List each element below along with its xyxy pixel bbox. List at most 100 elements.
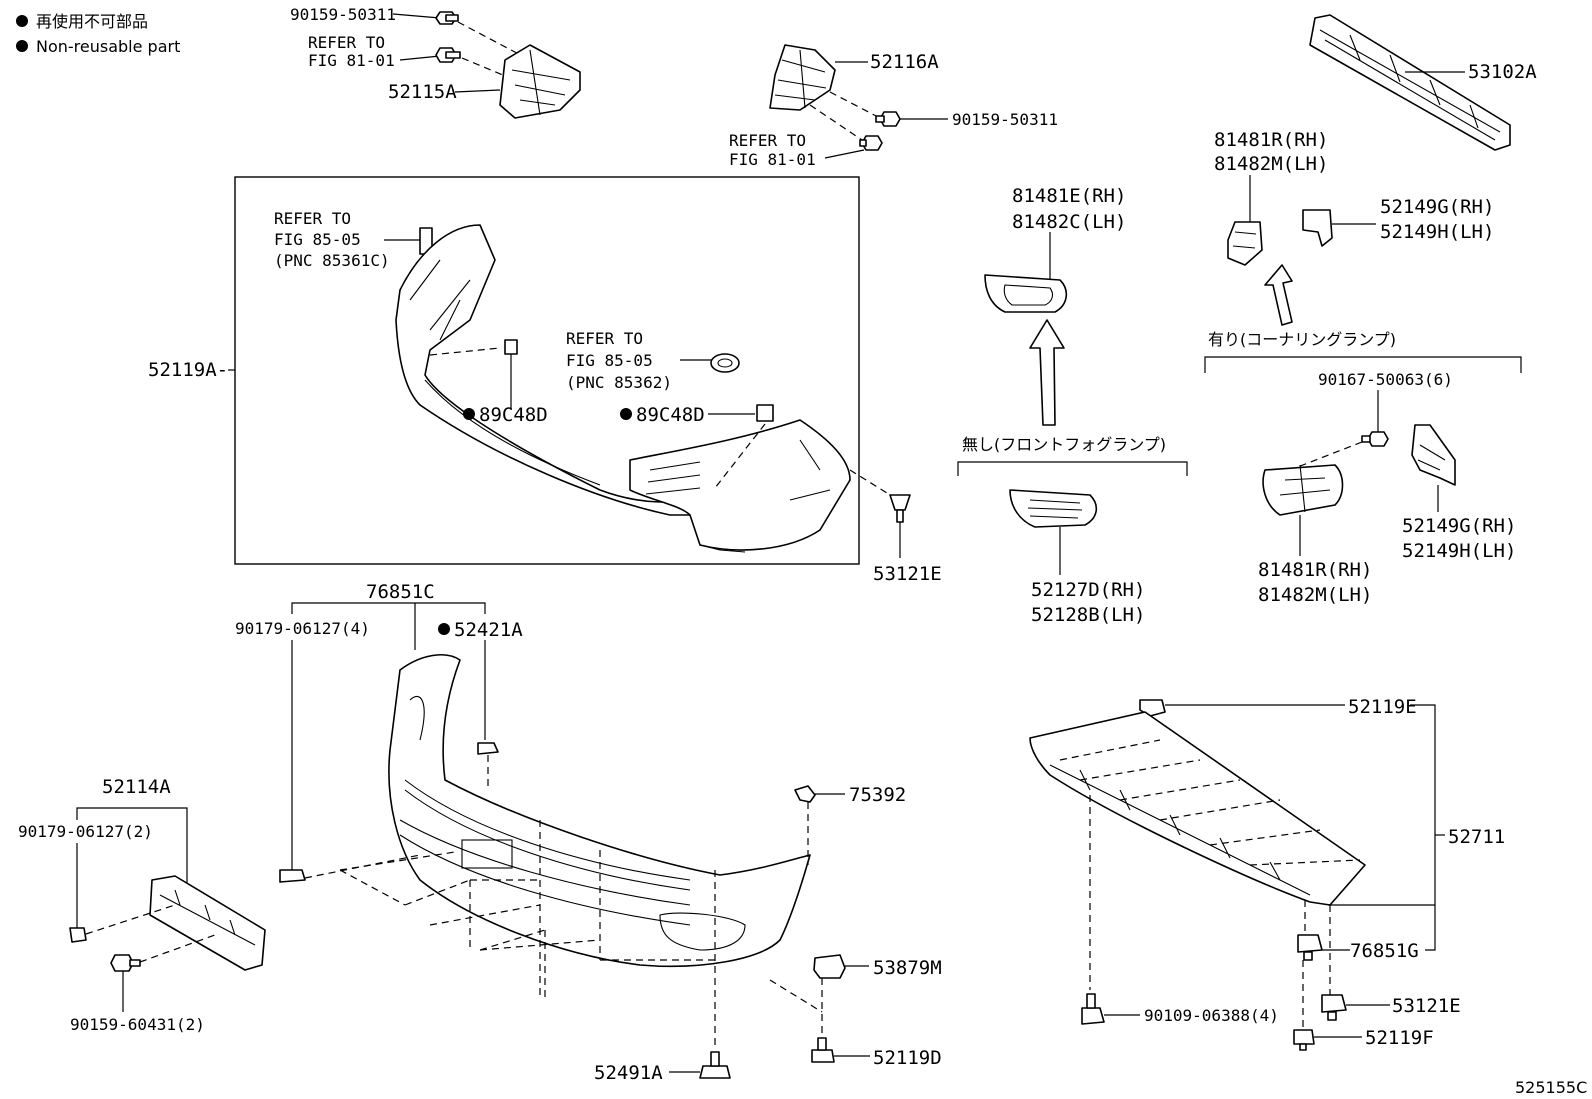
label-52119d: 52119D xyxy=(873,1047,942,1069)
clip-53121e-a-group: 53121E xyxy=(849,469,942,585)
lamp-cover-81481e xyxy=(984,274,1068,313)
under-cover-52711 xyxy=(1029,711,1366,906)
screw-52119d-group: 52119D xyxy=(811,1037,942,1069)
non-reusable-dot-icon xyxy=(16,40,28,52)
bumper-cover-52119a-group: 52119A- REFER TO FIG 85-05 (PNC 85361C) … xyxy=(148,209,851,553)
clip-90179-left xyxy=(279,869,306,883)
clip-89c48d-a xyxy=(504,339,518,355)
label-refer-fig-85-05-b1: REFER TO xyxy=(566,329,643,348)
lamp-81481r-bottom xyxy=(1262,464,1344,516)
grille-53102a xyxy=(1309,14,1511,151)
bracket-52149g-top xyxy=(1302,209,1333,247)
bumper-cover-52119a xyxy=(395,224,851,553)
label-52711: 52711 xyxy=(1448,826,1505,848)
non-reusable-dot-icon xyxy=(463,408,475,420)
clip-icon xyxy=(794,785,816,803)
label-90109-06388: 90109-06388(4) xyxy=(1144,1006,1279,1025)
label-52114a: 52114A xyxy=(102,776,171,798)
clip-52421a xyxy=(477,742,499,755)
label-refer-fig-85-05-a2: FIG 85-05 xyxy=(274,230,361,249)
label-53121e-a: 53121E xyxy=(873,563,942,585)
label-76851g: 76851G xyxy=(1350,940,1419,962)
label-refer-fig-85-05-a3: (PNC 85361C) xyxy=(274,251,390,270)
label-corner-lamp: 有り(コーナリングランプ) xyxy=(1208,330,1396,349)
non-reusable-dot-icon xyxy=(438,623,450,635)
bracket-52116a-group: 52116A 90159-50311 REFER TO FIG 81-01 xyxy=(729,44,1058,169)
bolt-icon xyxy=(435,47,461,63)
label-52149h-bottom: 52149H(LH) xyxy=(1402,540,1516,562)
label-90167-50063: 90167-50063(6) xyxy=(1318,370,1453,389)
bolt-icon xyxy=(1361,431,1389,447)
corner-lamp-top-group: 81481R(RH) 81482M(LH) 52149G(RH) 52149H(… xyxy=(1214,129,1494,326)
label-90159-50311-b: 90159-50311 xyxy=(952,110,1058,129)
bolt-icon xyxy=(110,954,141,972)
label-52421a: 52421A xyxy=(454,619,523,641)
label-refer-fig-81-01-a2: FIG 81-01 xyxy=(308,51,395,70)
non-reusable-dot-icon xyxy=(620,408,632,420)
screw-52119f-icon xyxy=(1293,1029,1315,1051)
label-52149g-bottom: 52149G(RH) xyxy=(1402,515,1516,537)
bolt-90109-icon xyxy=(1081,993,1105,1025)
lower-bumper-76851c xyxy=(388,654,811,968)
label-90179-06127-4: 90179-06127(4) xyxy=(235,619,370,638)
label-52116a: 52116A xyxy=(870,51,939,73)
bracket-52149g-bottom xyxy=(1411,424,1456,486)
label-90159-60431: 90159-60431(2) xyxy=(70,1015,205,1034)
lamp-81481r-top xyxy=(1227,221,1263,266)
label-90179-06127-2: 90179-06127(2) xyxy=(18,822,153,841)
license-bracket-52114a-group: 52114A 90179-06127(2) 90159-60431(2) xyxy=(18,776,266,1034)
up-arrow-icon xyxy=(1029,319,1065,426)
bracket-52115a-group: 90159-50311 REFER TO FIG 81-01 52115A xyxy=(290,5,581,119)
label-no-fog-lamp: 無し(フロントフォグランプ) xyxy=(962,435,1166,454)
label-89c48d-a: 89C48D xyxy=(479,404,548,426)
label-52128b: 52128B(LH) xyxy=(1031,604,1145,626)
clip-76851g-icon xyxy=(1297,934,1323,961)
label-52149g-top: 52149G(RH) xyxy=(1380,196,1494,218)
label-refer-fig-81-01-b2: FIG 81-01 xyxy=(729,150,816,169)
screw-icon xyxy=(811,1037,835,1063)
clip-89c48d-b xyxy=(756,404,774,422)
label-refer-fig-85-05-b2: FIG 85-05 xyxy=(566,351,653,370)
up-arrow-icon xyxy=(1264,264,1293,326)
non-reusable-dot-icon xyxy=(16,15,28,27)
label-81482c: 81482C(LH) xyxy=(1012,211,1126,233)
label-52149h-top: 52149H(LH) xyxy=(1380,221,1494,243)
push-clip-icon xyxy=(889,494,911,523)
label-refer-fig-85-05-b3: (PNC 85362) xyxy=(566,373,672,392)
under-cover-52711-group: 52119E 52711 90109-06388(4) 76851G xyxy=(1029,696,1505,1051)
corner-lamp-group: 有り(コーナリングランプ) 90167-50063(6) 81481R(RH) … xyxy=(1204,330,1522,606)
legend-english: Non-reusable part xyxy=(36,37,180,56)
label-81481e: 81481E(RH) xyxy=(1012,185,1126,207)
label-52119e: 52119E xyxy=(1348,696,1417,718)
label-refer-fig-85-05-a1: REFER TO xyxy=(274,209,351,228)
label-75392: 75392 xyxy=(849,784,906,806)
legend: 再使用不可部品 Non-reusable part xyxy=(16,12,180,56)
label-81481r-top: 81481R(RH) xyxy=(1214,129,1328,151)
label-52119f: 52119F xyxy=(1365,1027,1434,1049)
label-52491a: 52491A xyxy=(594,1062,663,1084)
clip-53121e-b-icon xyxy=(1321,994,1347,1021)
lower-bumper-76851c-group: 76851C 90179-06127(4) 52421A xyxy=(235,581,811,1050)
bolt-icon xyxy=(859,135,883,151)
diagram-reference-code: 525155C xyxy=(1515,1078,1587,1097)
legend-japanese: 再使用不可部品 xyxy=(36,12,148,31)
label-53121e-b: 53121E xyxy=(1392,995,1461,1017)
license-bracket-52114a xyxy=(149,875,266,971)
bolt-icon xyxy=(875,111,901,127)
label-refer-fig-81-01-a1: REFER TO xyxy=(308,33,385,52)
lamp-socket-icon xyxy=(710,353,740,373)
grille-53102a-group: 53102A xyxy=(1309,14,1537,151)
screw-52491a-group: 52491A xyxy=(594,1051,731,1084)
screw-icon xyxy=(699,1051,731,1079)
label-52127d: 52127D(RH) xyxy=(1031,579,1145,601)
label-81482m-bottom: 81482M(LH) xyxy=(1258,584,1372,606)
label-53102a: 53102A xyxy=(1468,61,1537,83)
label-52115a: 52115A xyxy=(388,81,457,103)
label-81481r-bottom: 81481R(RH) xyxy=(1258,559,1372,581)
bracket-icon xyxy=(813,954,846,979)
label-76851c: 76851C xyxy=(366,581,435,603)
bracket-52116a xyxy=(769,44,836,111)
clip-75392-group: 75392 xyxy=(794,784,906,865)
bracket-53879m-group: 53879M xyxy=(769,954,942,1035)
